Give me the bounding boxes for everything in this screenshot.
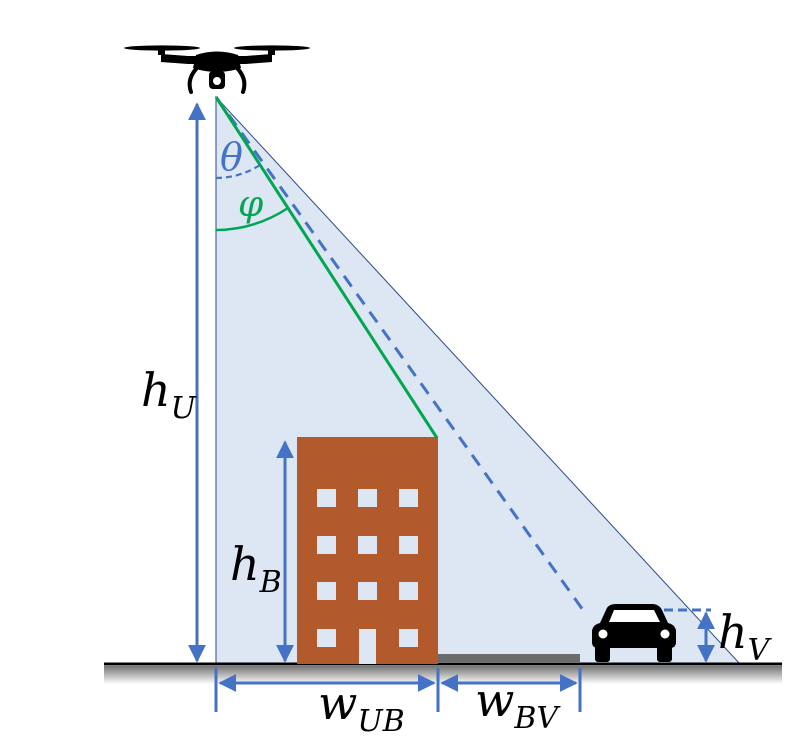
ground-shadow [104,666,782,684]
h-U-label-sub: U [171,391,198,426]
building-window [317,629,336,647]
building-windows [317,489,418,664]
drone-icon [124,45,310,94]
angle-theta-arc [215,164,261,180]
w-UB-label: wUB [318,676,405,739]
coverage-area [215,95,742,665]
car-headlight [660,629,670,639]
car-windshield [609,610,660,622]
building-icon [297,437,438,664]
building-window [358,536,377,554]
w-UB-label-sub: UB [357,704,404,739]
car-headlight [598,629,608,639]
building-window [399,629,418,647]
building-window [358,489,377,507]
angle-phi-arc [215,206,289,232]
h-V-label-main: h [718,605,748,659]
building-window [317,489,336,507]
building-window [317,582,336,600]
h-V-label-sub: V [748,633,773,668]
theta-label: θ [220,135,243,179]
w-BV-label: wBV [475,673,561,736]
h-B-label-main: h [230,537,260,591]
building-door [359,629,376,664]
line-of-sight-building-edge [214,96,439,439]
w-BV-label-main: w [475,673,514,727]
drone-leg [233,64,247,94]
building-window [358,582,377,600]
drone-rotor-hub [268,48,275,55]
car-icon [592,604,676,662]
drone-body [193,51,241,72]
building-window [399,489,418,507]
drone-camera-lens [213,77,221,85]
h-U-label: hU [141,363,198,426]
h-V-label: hV [718,605,773,668]
h-U-label-main: h [141,363,171,417]
building-window [399,582,418,600]
drone-rotor-hub [158,48,165,55]
drone-leg [187,64,201,94]
building-window [317,536,336,554]
car-wheel [657,645,672,662]
w-UB-label-main: w [318,676,357,730]
h-B-label-sub: B [259,565,282,600]
road-segment [438,654,580,662]
phi-label: φ [238,184,264,225]
h-B-label: hB [230,537,282,600]
line-of-sight-vehicle [214,96,585,611]
building-window [399,536,418,554]
w-BV-label-sub: BV [513,701,561,736]
car-wheel [595,645,610,662]
